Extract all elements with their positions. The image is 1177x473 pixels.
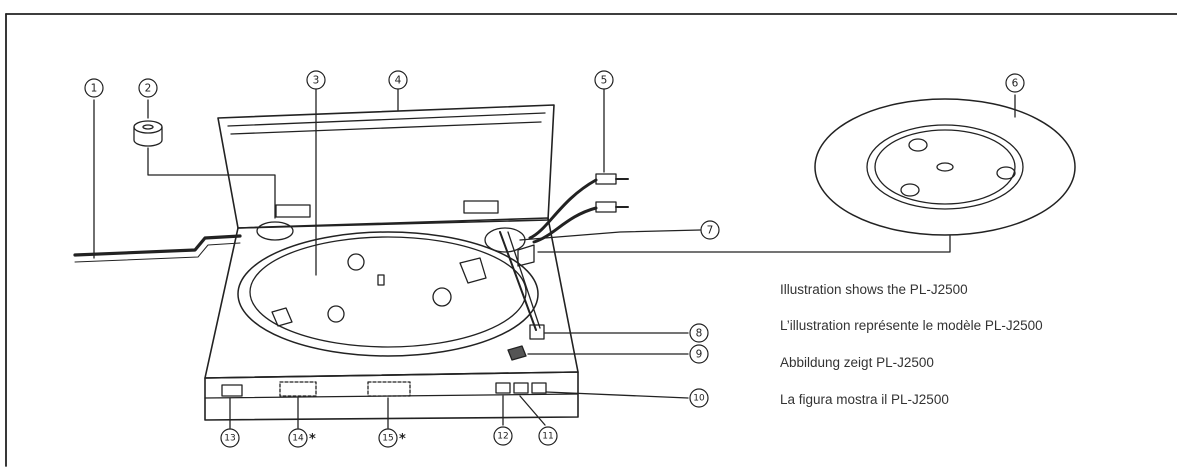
power-switch bbox=[221, 384, 243, 397]
power-cord bbox=[73, 234, 242, 257]
callout-circle-5 bbox=[594, 70, 614, 90]
callout-circle-10 bbox=[689, 388, 709, 408]
callout-circle-3 bbox=[306, 70, 326, 90]
callout-label-7: 7 bbox=[707, 225, 714, 237]
platter-detail bbox=[814, 98, 1076, 236]
leader-7a bbox=[519, 229, 701, 241]
callout-circle-11 bbox=[538, 426, 558, 446]
callout-label-2: 2 bbox=[145, 83, 152, 95]
callout-label-8: 8 bbox=[696, 328, 703, 340]
optional-feature-14 bbox=[279, 381, 317, 397]
callout-label-3: 3 bbox=[313, 75, 320, 87]
callout-circle-14 bbox=[288, 428, 308, 448]
callout-circle-1 bbox=[84, 78, 104, 98]
ep-adaptor bbox=[133, 120, 163, 147]
callout-circle-9 bbox=[689, 344, 709, 364]
callout-label-5: 5 bbox=[601, 75, 608, 87]
callout-label-11: 11 bbox=[542, 432, 553, 442]
callout-label-14: 14 bbox=[292, 434, 304, 444]
leader-7b bbox=[537, 235, 951, 253]
callout-label-9: 9 bbox=[696, 349, 703, 361]
spindle bbox=[377, 274, 385, 286]
button-11 bbox=[513, 382, 529, 394]
tonearm bbox=[484, 227, 545, 340]
cue-lever bbox=[507, 345, 527, 361]
callout-label-4: 4 bbox=[395, 75, 402, 87]
callout-circle-13 bbox=[220, 428, 240, 448]
leader-2b bbox=[147, 147, 276, 219]
power-cord-edge bbox=[74, 242, 241, 263]
callout-label-1: 1 bbox=[91, 83, 98, 95]
button-10 bbox=[531, 382, 547, 394]
callout-label-6: 6 bbox=[1012, 78, 1019, 90]
callout-circle-4 bbox=[388, 70, 408, 90]
platter bbox=[237, 221, 539, 357]
callout-label-10: 10 bbox=[693, 394, 705, 404]
asterisk-15: * bbox=[399, 432, 406, 447]
callout-circle-8 bbox=[689, 323, 709, 343]
callout-circle-7 bbox=[700, 220, 720, 240]
caption-english: Illustration shows the PL-J2500 bbox=[780, 282, 968, 297]
leader-10 bbox=[545, 391, 689, 399]
callout-circle-15 bbox=[378, 428, 398, 448]
callout-label-13: 13 bbox=[224, 434, 235, 444]
caption-italian: La figura mostra il PL-J2500 bbox=[780, 392, 949, 407]
asterisk-14: * bbox=[309, 432, 316, 447]
rca-cables bbox=[528, 173, 629, 244]
caption-german: Abbildung zeigt PL-J2500 bbox=[780, 355, 934, 370]
dust-cover bbox=[217, 104, 555, 229]
leader-11 bbox=[519, 395, 546, 426]
callout-label-12: 12 bbox=[497, 432, 508, 442]
callout-circle-6 bbox=[1005, 73, 1025, 93]
callout-circle-2 bbox=[138, 78, 158, 98]
button-12 bbox=[495, 382, 511, 394]
callout-label-15: 15 bbox=[382, 434, 393, 444]
optional-feature-15 bbox=[367, 381, 411, 397]
callout-circle-12 bbox=[493, 426, 513, 446]
caption-french: L’illustration représente le modèle PL-J… bbox=[780, 318, 1043, 333]
